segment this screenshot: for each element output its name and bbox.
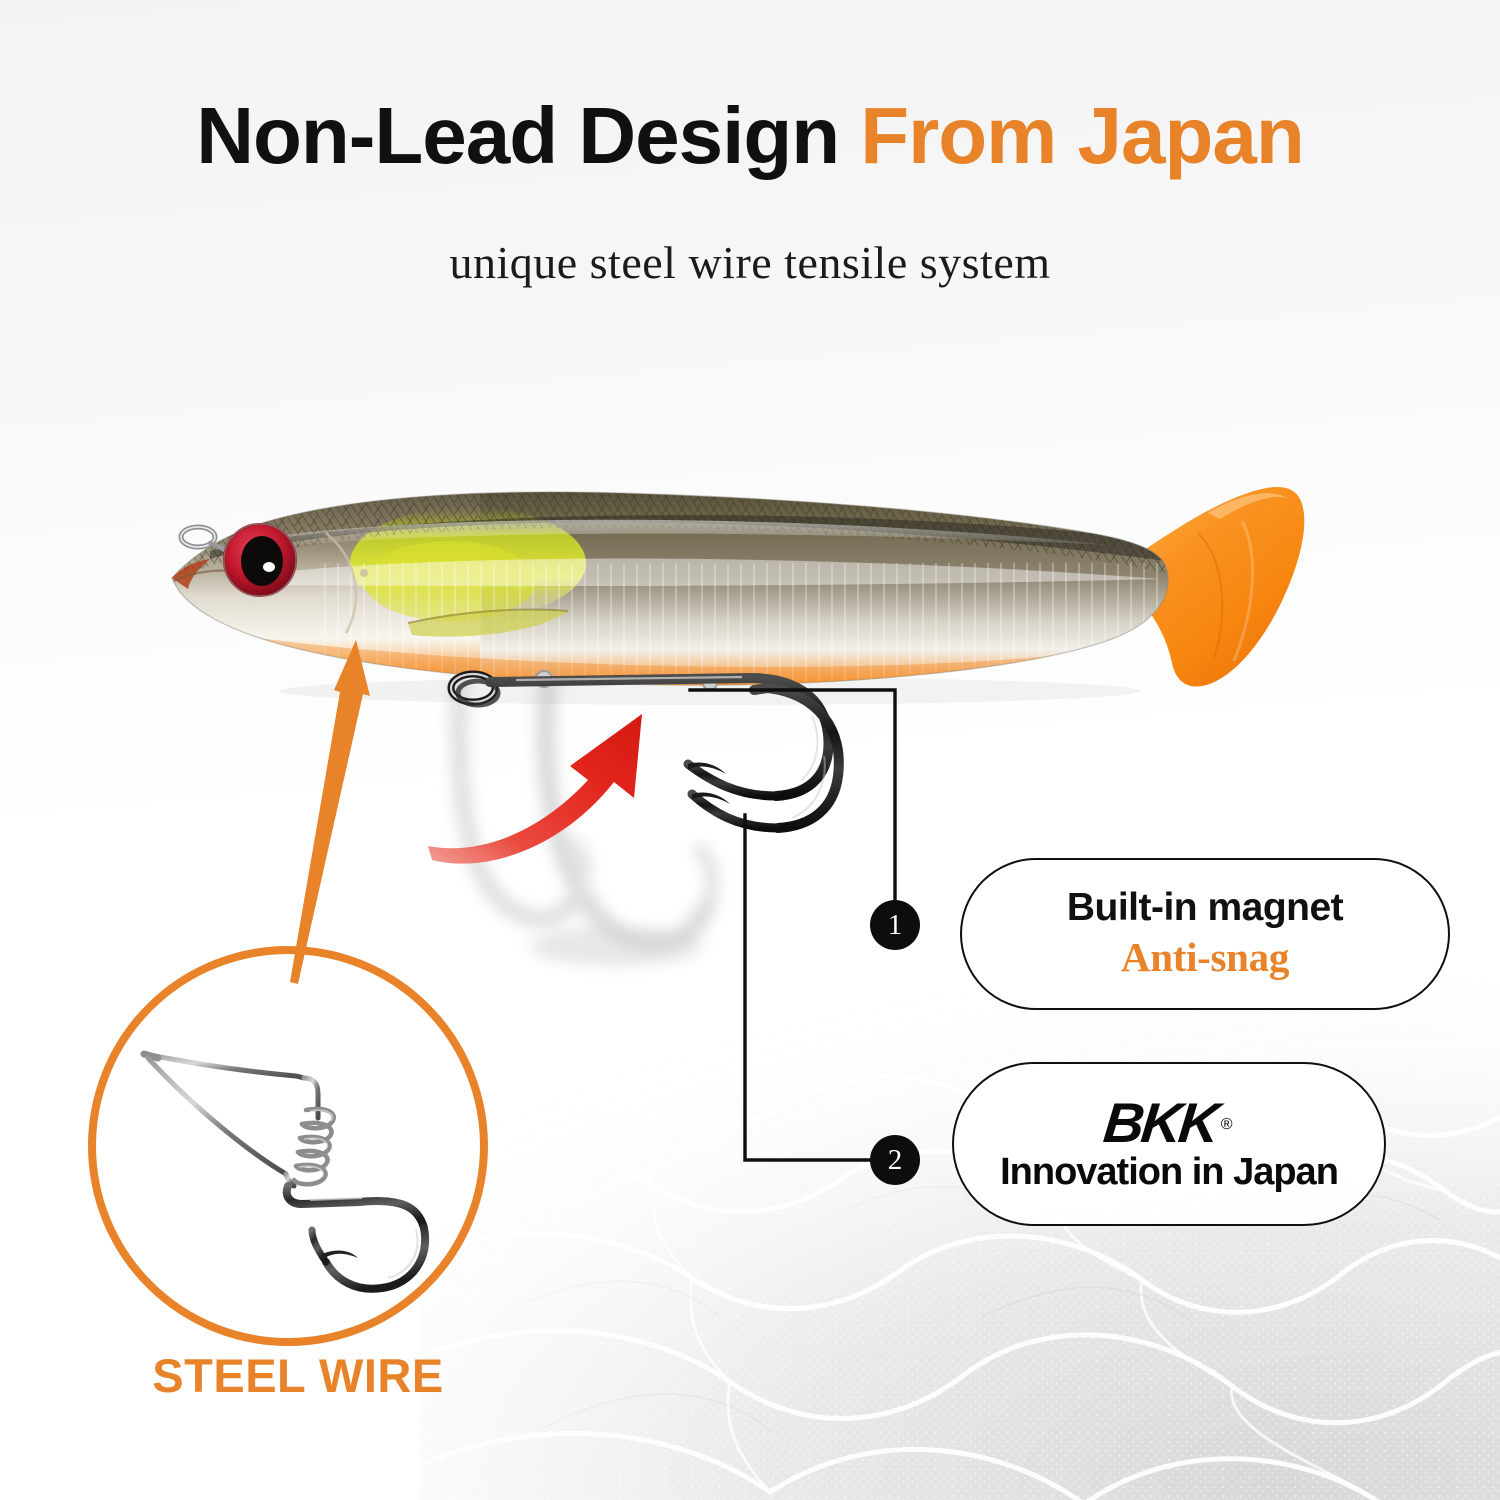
- weighted-spring-hook-illustration: [100, 958, 476, 1334]
- callout-magnet-subtitle: Anti-snag: [1120, 933, 1290, 980]
- steel-wire-detail-circle: [88, 946, 488, 1346]
- ghost-hook: [450, 671, 719, 966]
- callout-badge-1[interactable]: 1: [870, 900, 920, 950]
- bkk-logo: BKK ®: [1101, 1091, 1236, 1155]
- callout-badge-2[interactable]: 2: [870, 1135, 920, 1185]
- double-hook-assembly: [420, 660, 880, 990]
- spring-coil: [291, 1106, 336, 1187]
- hook-split-ring: [447, 670, 501, 708]
- page-title: Non-Lead Design From Japan: [0, 96, 1500, 176]
- callout-badge-1-number: 1: [887, 908, 903, 941]
- rocky-riverbed-texture-icon: [420, 980, 1500, 1500]
- hook-shank-detail: [282, 1182, 428, 1232]
- registered-trademark-icon: ®: [1221, 1116, 1234, 1134]
- red-curved-arrow-icon: [428, 714, 642, 864]
- fishing-lure-image: [150, 455, 1380, 725]
- headline-accent: From Japan: [860, 91, 1304, 180]
- page-subtitle: unique steel wire tensile system: [449, 237, 1051, 288]
- lure-tail: [1118, 487, 1305, 687]
- callout-card-bkk[interactable]: BKK ® Innovation in Japan: [952, 1062, 1386, 1226]
- callout-bkk-tagline: Innovation in Japan: [1000, 1151, 1339, 1194]
- steel-wire-label: STEEL WIRE: [152, 1349, 444, 1402]
- callout-magnet-title: Built-in magnet: [1066, 885, 1344, 929]
- headline-primary: Non-Lead Design: [196, 91, 861, 180]
- callout-card-magnet[interactable]: Built-in magnet Anti-snag: [960, 858, 1450, 1010]
- callout-badge-2-number: 2: [887, 1143, 903, 1176]
- bkk-logo-text: BKK: [1101, 1091, 1221, 1155]
- lure-eye: [223, 523, 297, 597]
